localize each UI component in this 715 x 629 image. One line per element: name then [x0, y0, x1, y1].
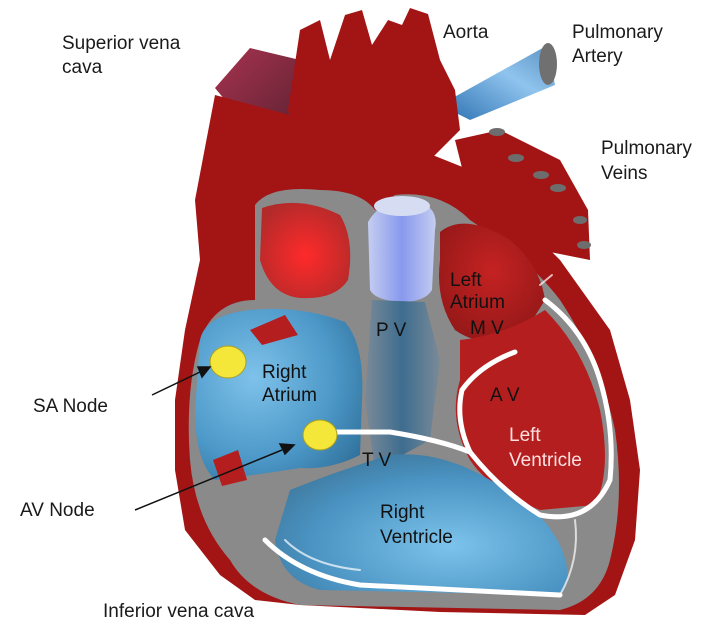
label-tricuspid-valve: T V	[362, 450, 391, 472]
pulmonary-artery-opening	[539, 43, 557, 85]
label-mitral-valve: M V	[470, 318, 504, 340]
av-node	[303, 420, 337, 450]
label-right-ventricle-line1: Right	[380, 502, 424, 524]
right-atrium-upper-chamber	[260, 203, 350, 298]
pulmonary-trunk-opening	[374, 196, 430, 216]
label-sa-node: SA Node	[33, 396, 108, 418]
label-left-ventricle-line2: Ventricle	[509, 450, 582, 472]
label-pulmonary-artery-line1: Pulmonary	[572, 22, 663, 44]
label-aortic-valve: A V	[490, 385, 520, 407]
sa-node	[210, 346, 246, 378]
label-av-node: AV Node	[20, 500, 95, 522]
label-right-atrium-line1: Right	[262, 362, 306, 384]
label-superior-vena-cava-line2: cava	[62, 57, 102, 79]
label-left-atrium-line2: Atrium	[450, 292, 505, 314]
label-aorta: Aorta	[443, 22, 488, 44]
label-inferior-vena-cava: Inferior vena cava	[103, 601, 254, 623]
label-left-atrium-line1: Left	[450, 270, 482, 292]
label-right-ventricle-line2: Ventricle	[380, 527, 453, 549]
label-left-ventricle-line1: Left	[509, 425, 541, 447]
label-pulmonary-valve: P V	[376, 320, 406, 342]
label-right-atrium-line2: Atrium	[262, 385, 317, 407]
label-superior-vena-cava-line1: Superior vena	[62, 33, 180, 55]
label-pulmonary-veins-line1: Pulmonary	[601, 138, 692, 160]
label-pulmonary-artery-line2: Artery	[572, 46, 623, 68]
label-pulmonary-veins-line2: Veins	[601, 163, 647, 185]
